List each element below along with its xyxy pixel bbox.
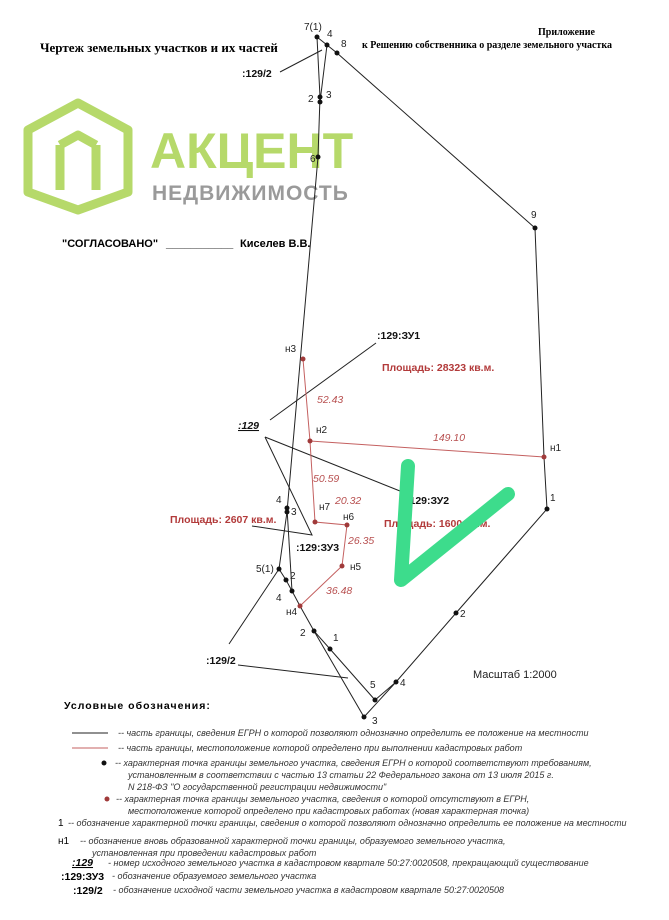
- legend-item: -- обозначение характерной точки границы…: [68, 818, 626, 828]
- legend-item: - обозначение исходной части земельного …: [113, 885, 504, 895]
- scale-label: Масштаб 1:2000: [473, 669, 557, 681]
- point-label: 3: [372, 716, 378, 727]
- legend-title: Условные обозначения:: [64, 700, 211, 712]
- legend-item: -- часть границы, сведения ЕГРН о которо…: [118, 728, 588, 738]
- existing-points: [276, 34, 550, 720]
- existing-boundaries: [228, 36, 548, 718]
- point-label: 2: [290, 571, 296, 582]
- legend-symbol-n1: н1: [58, 836, 70, 847]
- point-label: 4: [276, 593, 282, 604]
- measurement: 149.10: [433, 432, 465, 444]
- point-label: 9: [531, 210, 537, 221]
- point-labels: 7(1) 4 8 2 3 6 9 н3 н2 н1 1 н7 н6 н5 н4 …: [256, 22, 562, 727]
- point-label: 2: [460, 609, 466, 620]
- legend-symbol-1: 1: [58, 818, 64, 829]
- parcel-zu2-label: :129:ЗУ2: [406, 495, 449, 507]
- measurements: 52.43 149.10 50.59 20.32 26.35 36.48: [313, 394, 465, 597]
- point-label: 4: [400, 678, 406, 689]
- point-label: 6: [310, 154, 316, 165]
- legend-symbol-129: :129: [72, 857, 93, 869]
- part-label-top: :129/2: [242, 68, 272, 80]
- point-label: 7(1): [304, 22, 322, 33]
- legend-item: -- обозначение вновь образованной характ…: [80, 836, 506, 846]
- point-label: 4: [327, 29, 333, 40]
- point-label: 4: [276, 495, 282, 506]
- point-label: 2: [300, 628, 306, 639]
- point-label: 5: [370, 680, 376, 691]
- legend-red-point: [104, 796, 110, 802]
- point-label: н5: [350, 562, 362, 573]
- approval-blank: ___________: [165, 238, 234, 250]
- legend-item: местоположение которой определено при ка…: [128, 806, 529, 816]
- logo-name: АКЦЕНТ: [150, 123, 353, 179]
- new-points: [297, 356, 547, 609]
- point-label: н2: [316, 425, 328, 436]
- measurement: 50.59: [313, 473, 339, 485]
- parcel-zu3-label: :129:ЗУ3: [296, 542, 339, 554]
- point-label: н1: [550, 443, 562, 454]
- appendix-title: Приложение: [538, 27, 596, 38]
- point-label: н4: [286, 607, 298, 618]
- legend-item: установленным в соответствии с частью 13…: [127, 770, 554, 780]
- parcel-zu1-area: Площадь: 28323 кв.м.: [382, 362, 494, 374]
- point-label: 1: [333, 633, 339, 644]
- point-label: 3: [326, 90, 332, 101]
- approval-label: "СОГЛАСОВАНО": [62, 238, 158, 250]
- logo-subtitle: НЕДВИЖИМОСТЬ: [152, 182, 349, 205]
- legend-item: -- часть границы, местоположение которой…: [118, 743, 523, 753]
- legend-item: N 218-ФЗ "О государственной регистрации …: [128, 782, 387, 792]
- part-label-bottom: :129/2: [206, 655, 236, 667]
- legend-item: -- характерная точка границы земельного …: [116, 794, 529, 804]
- legend-symbol-part: :129/2: [73, 885, 103, 897]
- point-label: н6: [343, 512, 355, 523]
- point-label: 8: [341, 39, 347, 50]
- appendix-subtitle: к Решению собственника о разделе земельн…: [362, 40, 612, 51]
- drawing-title: Чертеж земельных участков и их частей: [40, 40, 278, 55]
- point-label: н3: [285, 344, 297, 355]
- point-label: 5(1): [256, 564, 274, 575]
- new-boundaries: [299, 358, 348, 607]
- point-label: 3: [291, 507, 297, 518]
- logo: АКЦЕНТ НЕДВИЖИМОСТЬ: [23, 98, 353, 215]
- legend-symbol-zu3: :129:ЗУ3: [61, 871, 104, 883]
- measurement: 20.32: [334, 495, 361, 507]
- source-parcel-label: :129: [238, 420, 259, 432]
- legend-item: - обозначение образуемого земельного уча…: [112, 871, 316, 881]
- measurement: 36.48: [326, 585, 352, 597]
- legend-item: -- характерная точка границы земельного …: [115, 758, 592, 768]
- check-mark-icon: [394, 459, 515, 587]
- legend-black-point: [101, 760, 107, 766]
- legend-item: - номер исходного земельного участка в к…: [108, 858, 589, 868]
- logo-house-icon: [23, 98, 133, 215]
- parcel-zu3-area: Площадь: 2607 кв.м.: [170, 514, 277, 526]
- parcel-zu1-label: :129:ЗУ1: [377, 330, 420, 342]
- measurement: 52.43: [317, 394, 343, 406]
- point-label: 1: [550, 493, 556, 504]
- point-label: н7: [319, 502, 331, 513]
- point-label: 2: [308, 94, 314, 105]
- measurement: 26.35: [347, 535, 374, 547]
- approval-name: Киселев В.В.: [240, 238, 311, 250]
- legend-item: установленная при проведении кадастровых…: [91, 848, 317, 858]
